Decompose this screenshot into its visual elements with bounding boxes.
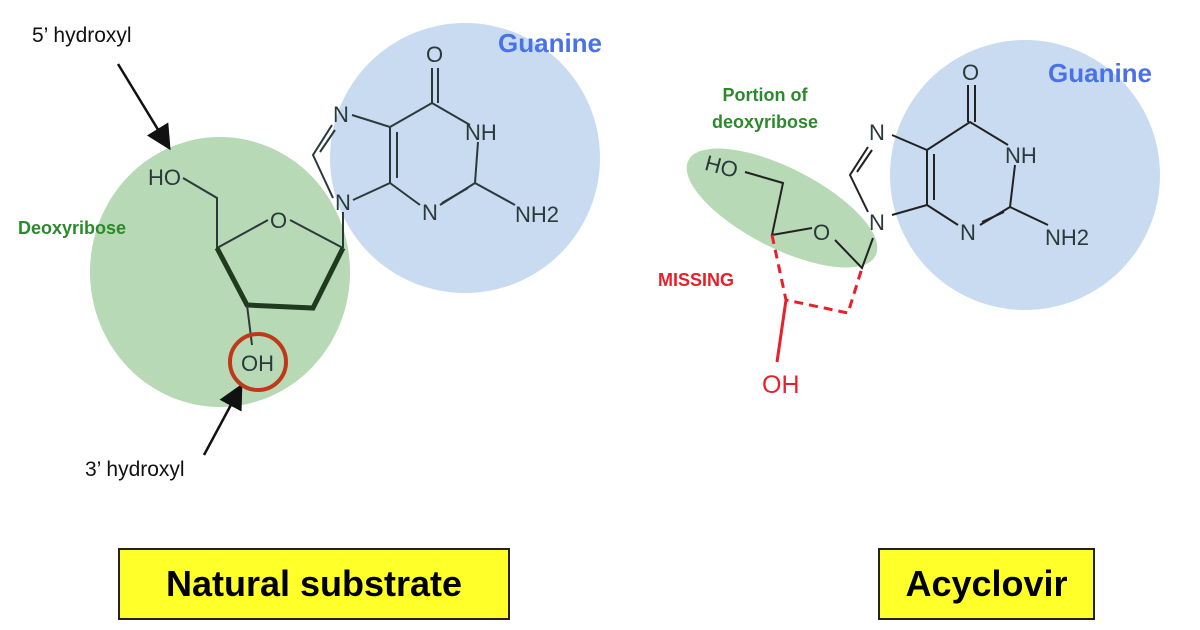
- portion-deoxyribose-highlight: [686, 148, 878, 268]
- deoxyribose-highlight: [90, 137, 350, 407]
- atom-o6-right: O: [962, 60, 979, 85]
- atom-o-right: O: [813, 220, 830, 245]
- atom-n7: N: [333, 102, 349, 127]
- label-guanine: Guanine: [498, 28, 603, 58]
- label-missing: MISSING: [658, 270, 735, 290]
- atom-n7-right: N: [869, 120, 885, 145]
- guanine-highlight: [330, 23, 600, 293]
- label-5-hydroxyl: 5’ hydroxyl: [32, 24, 132, 47]
- arrow-3-hydroxyl: [202, 383, 243, 456]
- atom-n3-right: N: [960, 220, 976, 245]
- arrow-5-hydroxyl: [116, 63, 171, 151]
- atom-n9: N: [335, 190, 351, 215]
- atom-o-ring: O: [270, 208, 287, 233]
- missing-ring-bonds: [770, 234, 864, 363]
- atom-nh-right: NH: [1005, 143, 1037, 168]
- natural-substrate-structure: [182, 68, 516, 346]
- atom-n3: N: [422, 200, 438, 225]
- atom-n9-right: N: [869, 210, 885, 235]
- atom-nh: NH: [465, 120, 497, 145]
- label-guanine-right: Guanine: [1048, 58, 1153, 88]
- label-portion-deoxyribose: Portion of deoxyribose: [711, 85, 819, 132]
- atom-o6: O: [426, 42, 443, 67]
- atom-ho: HO: [148, 165, 181, 190]
- 3-hydroxyl-circle: [228, 332, 288, 392]
- atom-oh-right: OH: [762, 371, 800, 399]
- acyclovir-structure: [744, 85, 1049, 270]
- label-deoxyribose: Deoxyribose: [18, 218, 127, 238]
- atom-nh2: NH2: [515, 202, 559, 227]
- title-acyclovir: Acyclovir: [878, 548, 1095, 620]
- atom-nh2-right: NH2: [1045, 225, 1089, 250]
- label-3-hydroxyl: 3’ hydroxyl: [85, 458, 185, 481]
- guanine-highlight-right: [890, 40, 1160, 310]
- atom-oh: OH: [241, 351, 274, 376]
- title-natural-substrate: Natural substrate: [118, 548, 510, 620]
